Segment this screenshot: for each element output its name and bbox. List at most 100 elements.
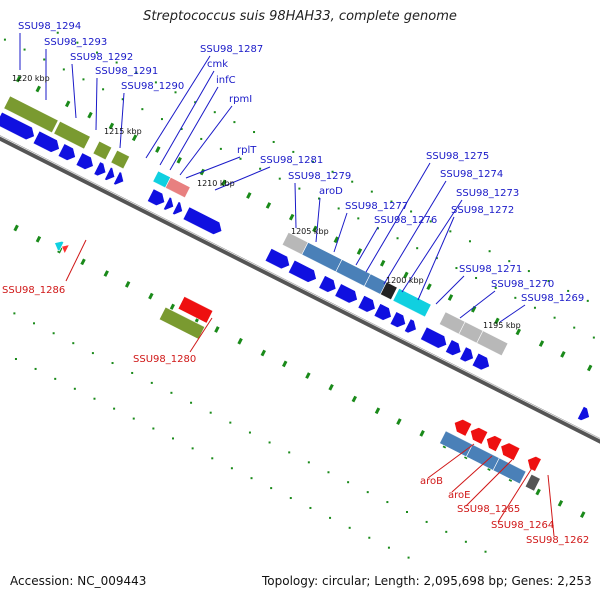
track-dot — [180, 128, 183, 131]
feature-shade — [53, 133, 85, 150]
track-dot — [586, 299, 589, 302]
track-dot — [191, 447, 194, 450]
gene-label-ssu98-1279[interactable]: SSU98_1279 — [288, 171, 351, 182]
gene-label-ssu98-1292[interactable]: SSU98_1292 — [70, 52, 133, 63]
label-leader — [189, 317, 213, 353]
track-dot — [160, 118, 163, 121]
gene-label-cmk[interactable]: cmk — [207, 59, 228, 70]
track-dot — [121, 98, 124, 101]
label-leader — [427, 443, 475, 479]
track-dot — [150, 381, 153, 384]
gene-label-ssu98-1264[interactable]: SSU98_1264 — [491, 520, 554, 531]
label-leader — [417, 216, 455, 301]
gene-label-ssu98-1272[interactable]: SSU98_1272 — [451, 205, 514, 216]
feature-shade — [531, 473, 541, 480]
cds-forward-arrow — [182, 206, 223, 236]
cds-reverse-arrow — [486, 435, 503, 452]
track-dot — [209, 411, 212, 414]
feature-shade — [373, 315, 389, 324]
feature-shade — [445, 430, 473, 445]
track-dot — [190, 401, 193, 404]
gene-label-ssu98-1293[interactable]: SSU98_1293 — [44, 37, 107, 48]
track-dot — [488, 250, 491, 253]
track-dot — [311, 160, 314, 163]
gene-label-ssu98-1291[interactable]: SSU98_1291 — [95, 66, 158, 77]
label-leader — [365, 162, 431, 273]
track-dot — [445, 530, 448, 533]
scale-tick — [15, 75, 22, 83]
gene-label-arod[interactable]: aroD — [319, 186, 343, 197]
gene-label-ssu98-1287[interactable]: SSU98_1287 — [200, 44, 263, 55]
scale-tick — [35, 235, 42, 243]
gene-label-ssu98-1271[interactable]: SSU98_1271 — [459, 264, 522, 275]
feature-olive — [53, 120, 91, 150]
feature-shade — [104, 179, 112, 184]
cds-reverse-arrow — [527, 455, 542, 472]
gene-label-ssu98-1294[interactable]: SSU98_1294 — [18, 21, 81, 32]
label-leaders — [19, 33, 555, 537]
label-leader — [435, 275, 465, 305]
scale-tick — [35, 85, 41, 93]
label-leader — [179, 105, 233, 176]
gene-label-rplt[interactable]: rplT — [237, 145, 257, 156]
feature-shade — [392, 300, 426, 318]
cds-forward-arrow — [576, 405, 590, 422]
feature-shade — [93, 173, 103, 180]
gene-label-ssu98-1262[interactable]: SSU98_1262 — [526, 535, 589, 546]
label-leader — [333, 212, 348, 253]
gene-label-ssu98-1270[interactable]: SSU98_1270 — [491, 279, 554, 290]
track-dot — [370, 190, 373, 193]
scale-tick — [64, 100, 71, 108]
feature-olive — [92, 140, 113, 161]
track-dot — [416, 247, 419, 250]
cds-forward-arrow — [171, 201, 183, 216]
cds-forward-arrow — [32, 130, 60, 153]
feature-olive — [3, 95, 59, 134]
scale-tick — [108, 122, 115, 130]
cds-forward-arrow — [471, 352, 490, 371]
track-dot — [230, 467, 233, 470]
feature-shade — [503, 439, 521, 449]
cds-forward-arrow — [419, 326, 448, 349]
label-leader — [159, 70, 215, 166]
track-dot — [592, 336, 595, 339]
gene-label-ssu98-1276[interactable]: SSU98_1276 — [374, 215, 437, 226]
feature-shade — [472, 443, 500, 459]
gene-label-arob[interactable]: aroB — [420, 476, 443, 487]
gene-label-ssu98-1280[interactable]: SSU98_1280 — [133, 354, 196, 365]
track-dot — [72, 342, 75, 345]
gene-label-ssu98-1274[interactable]: SSU98_1274 — [440, 169, 503, 180]
gene-label-rpmi[interactable]: rpmI — [229, 94, 252, 105]
gene-label-ssu98-1269[interactable]: SSU98_1269 — [521, 293, 584, 304]
track-dot — [386, 501, 389, 504]
track-dot — [93, 397, 96, 400]
track-dot — [387, 546, 390, 549]
gene-label-infc[interactable]: infC — [216, 75, 236, 86]
track-dot — [14, 357, 17, 360]
cds-forward-arrow — [334, 283, 358, 304]
feature-shade — [110, 162, 124, 170]
scale-label-1205: 1205 kbp — [291, 227, 329, 236]
gene-label-ssu98-1281[interactable]: SSU98_1281 — [260, 155, 323, 166]
scale-tick — [403, 271, 409, 279]
feature-shade — [445, 351, 459, 359]
track-dot — [213, 111, 216, 114]
feature-shade — [420, 338, 444, 352]
scale-tick — [312, 225, 318, 233]
gene-label-ssu98-1265[interactable]: SSU98_1265 — [457, 504, 520, 515]
cds-forward-arrow — [162, 196, 174, 211]
track-dot — [172, 437, 175, 440]
gene-label-ssu98-1275[interactable]: SSU98_1275 — [426, 151, 489, 162]
track-dot — [514, 296, 517, 299]
track-dot — [464, 540, 467, 543]
gene-label-ssu98-1290[interactable]: SSU98_1290 — [121, 81, 184, 92]
track-dot — [270, 487, 273, 490]
gene-label-ssu98-1286[interactable]: SSU98_1286 — [2, 285, 65, 296]
gene-label-ssu98-1277[interactable]: SSU98_1277 — [345, 201, 408, 212]
gene-label-ssu98-1273[interactable]: SSU98_1273 — [456, 188, 519, 199]
track-dot — [200, 137, 203, 140]
track-dot — [376, 227, 379, 230]
gene-label-aroe[interactable]: aroE — [448, 490, 470, 501]
track-dot — [82, 78, 85, 81]
feature-shade — [56, 237, 65, 243]
